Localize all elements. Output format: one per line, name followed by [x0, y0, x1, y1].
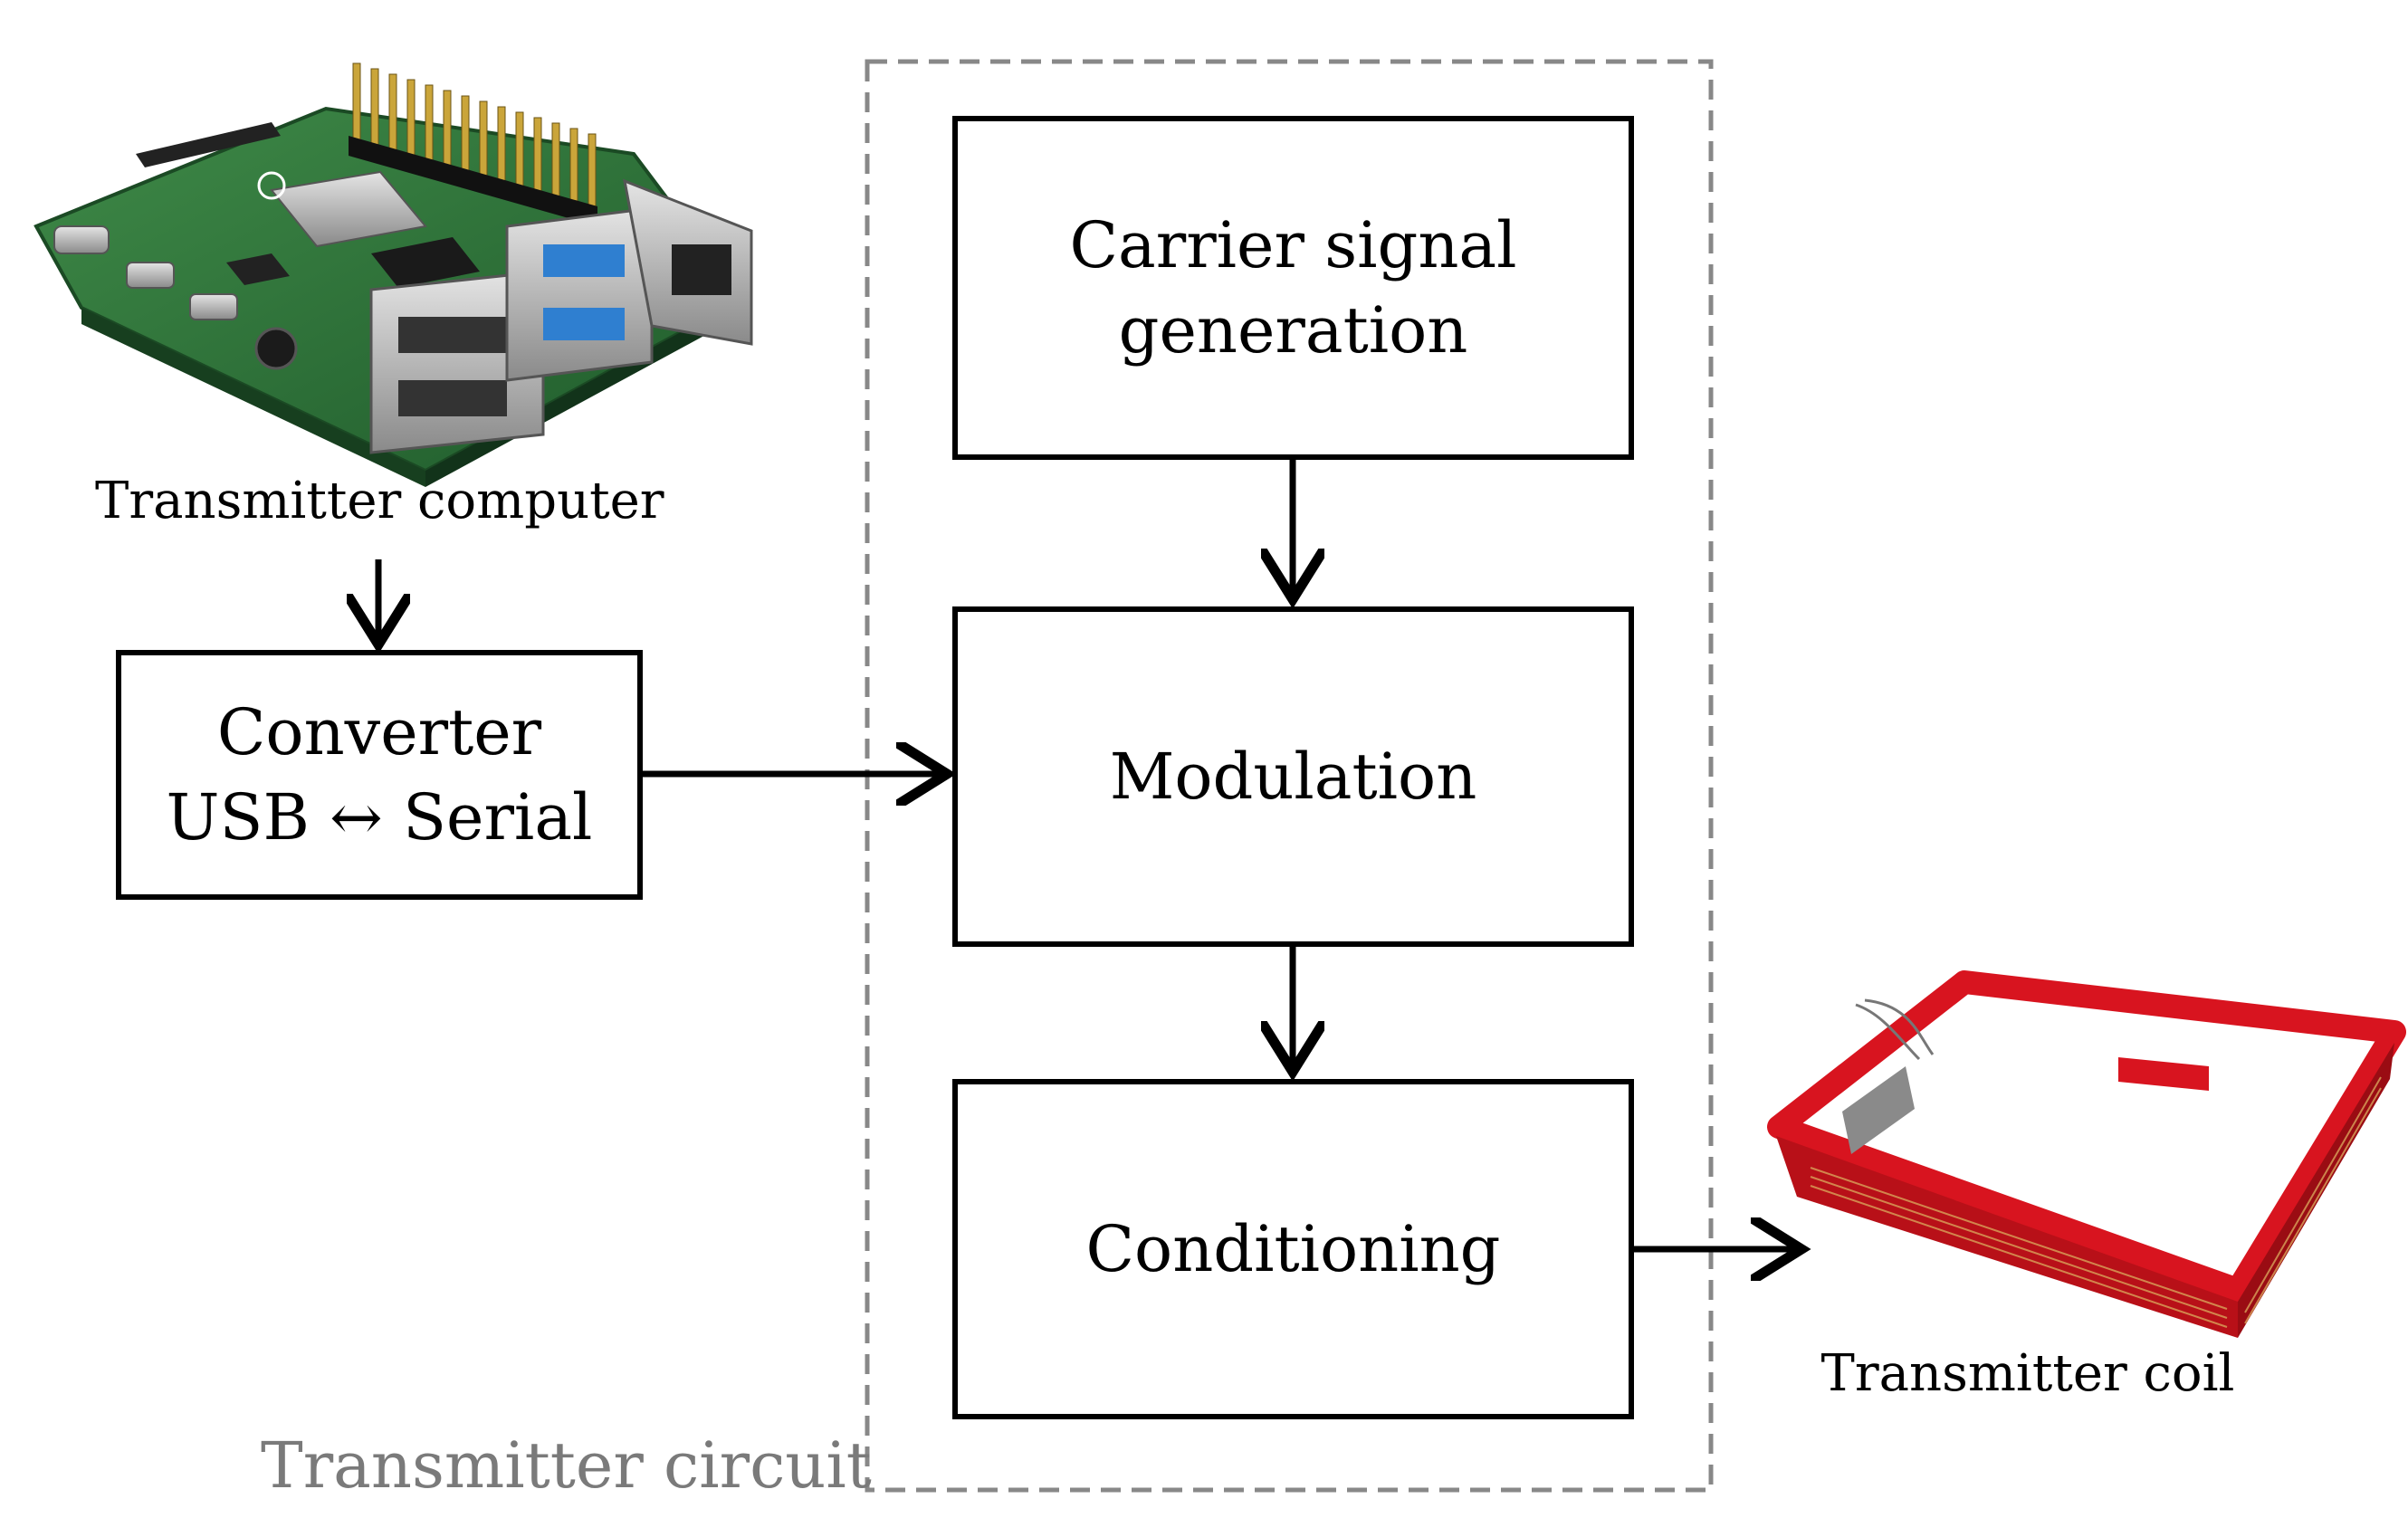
converter-block-line1: Converter	[216, 695, 542, 769]
transmitter-computer-caption: Transmitter computer	[95, 472, 664, 530]
conditioning-block: Conditioning	[952, 1079, 1634, 1419]
modulation-block-label: Modulation	[1109, 740, 1477, 814]
carrier-block-line2: generation	[1118, 293, 1468, 368]
modulation-block: Modulation	[952, 606, 1634, 947]
conditioning-block-label: Conditioning	[1085, 1212, 1501, 1286]
transmitter-coil-caption: Transmitter coil	[1820, 1344, 2235, 1403]
carrier-signal-generation-block: Carrier signal generation	[952, 116, 1634, 460]
converter-block-line2: USB ↔ Serial	[166, 780, 593, 854]
raspberry-pi-board-icon	[33, 62, 753, 487]
converter-block: Converter USB ↔ Serial	[116, 650, 643, 900]
transmitter-circuit-label: Transmitter circuit	[261, 1428, 872, 1503]
red-square-coil-icon	[1767, 970, 2406, 1338]
carrier-block-line1: Carrier signal	[1069, 208, 1517, 282]
